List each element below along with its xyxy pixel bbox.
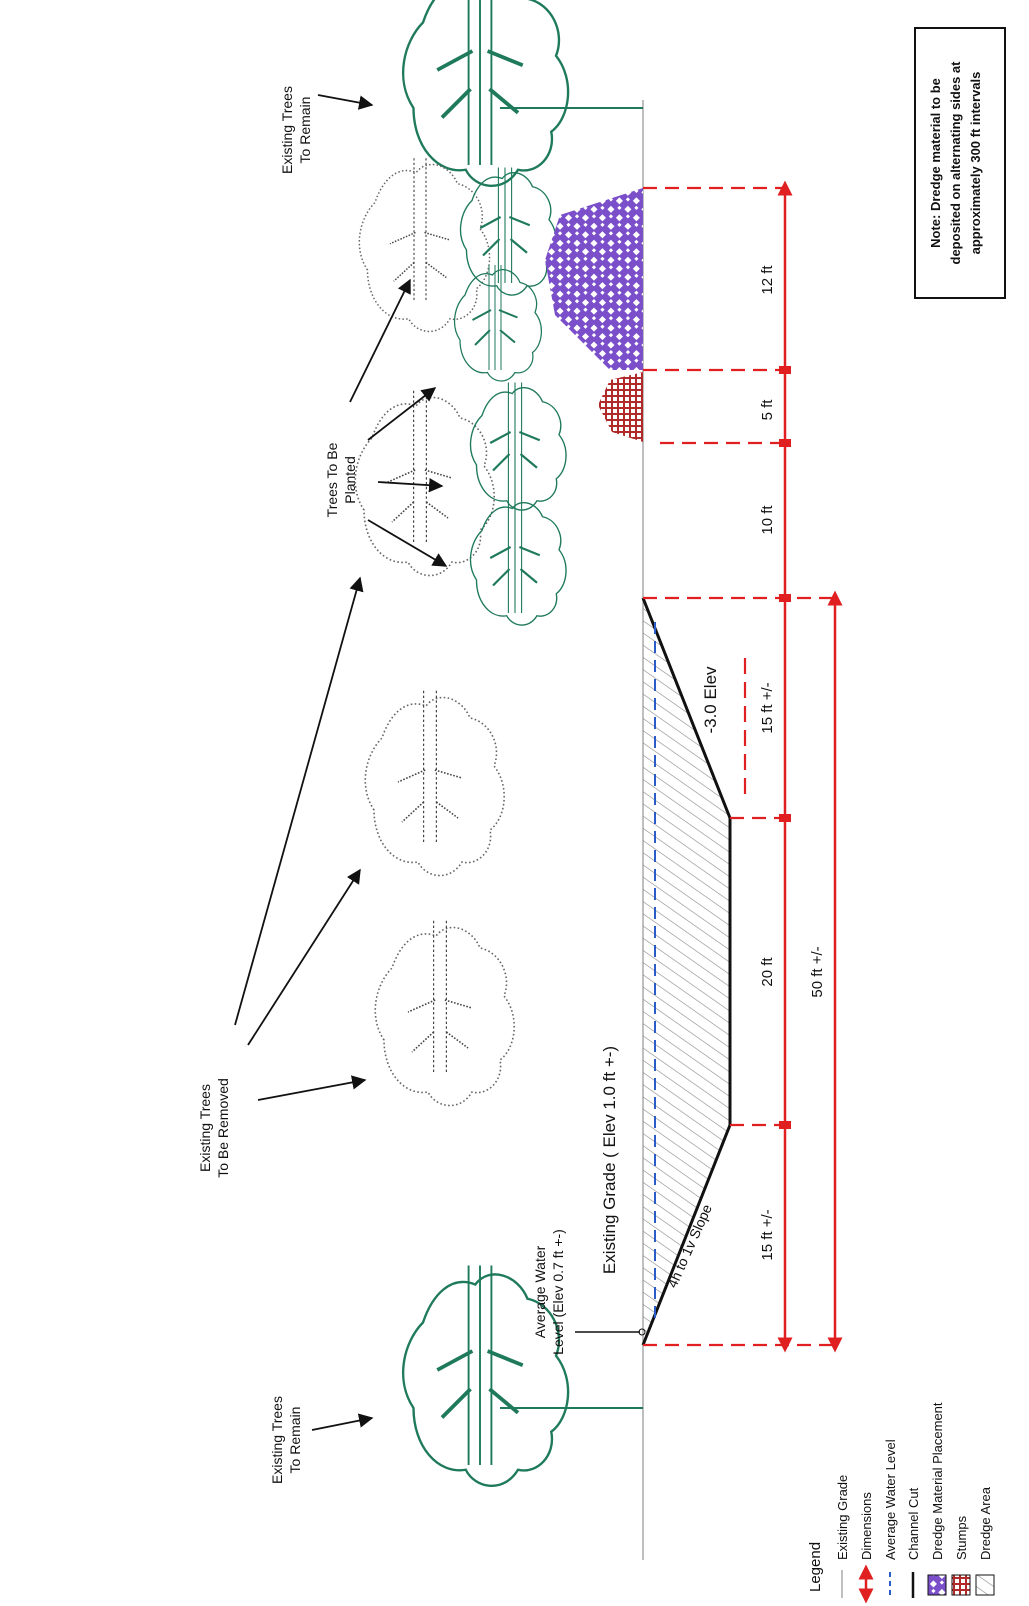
legend-item-stumps: Stumps <box>951 1515 971 1596</box>
water-level-label-line1: Average Water <box>532 1245 548 1338</box>
water-level-label-line2: Level (Elev 0.7 ft +-) <box>550 1229 566 1355</box>
dredge-area <box>643 598 730 1345</box>
legend-item-dredge-area: Dredge Area <box>975 1486 995 1596</box>
dim-10ft: 10 ft <box>759 505 776 535</box>
average-water-level-callout: Average Water Level (Elev 0.7 ft +-) <box>532 1229 646 1355</box>
dim-20ft: 20 ft <box>759 957 776 987</box>
remain-top-line1: Existing Trees <box>279 86 295 174</box>
legend: Legend Existing Grade Dimensions Average… <box>807 1402 995 1604</box>
legend-label-dredge-area: Dredge Area <box>978 1486 993 1560</box>
callout-trees-remain-bottom: Existing Trees To Remain <box>269 1396 374 1484</box>
remain-bottom-line1: Existing Trees <box>269 1396 285 1484</box>
remain-top-line2: To Remain <box>297 97 313 164</box>
legend-item-water-level: Average Water Level <box>883 1439 898 1598</box>
channel-cut-line <box>641 597 732 1346</box>
dim-12ft: 12 ft <box>759 265 776 295</box>
callout-trees-planted: Trees To Be Planted <box>324 278 448 567</box>
dredge-material-placement <box>545 188 643 370</box>
legend-label-dimensions: Dimensions <box>859 1492 874 1560</box>
dim-15ft-bottom: 15 ft +/- <box>759 1209 776 1260</box>
legend-item-existing-grade: Existing Grade <box>835 1475 850 1598</box>
tree-planted-1 <box>459 166 558 297</box>
dim-5ft: 5 ft <box>759 399 776 421</box>
dimension-lines <box>777 180 843 1353</box>
planted-line2: Planted <box>342 456 358 503</box>
tree-removed-4 <box>358 156 491 333</box>
dimension-extension-lines <box>643 186 835 1347</box>
tree-planted-3 <box>469 381 568 512</box>
dredge-area-swatch-icon <box>975 1574 995 1596</box>
tree-removed-1 <box>364 689 505 877</box>
legend-label-dredge-placement: Dredge Material Placement <box>930 1402 945 1560</box>
note-line1: Note: Dredge material to be <box>928 78 943 248</box>
dim-15ft-top: 15 ft +/- <box>759 682 776 733</box>
elev-cut-label: -3.0 Elev <box>701 666 720 734</box>
remain-bottom-line2: To Remain <box>287 1407 303 1474</box>
legend-title: Legend <box>807 1542 824 1592</box>
callout-trees-remain-top: Existing Trees To Remain <box>279 86 374 174</box>
legend-label-existing-grade: Existing Grade <box>835 1475 850 1560</box>
removed-line2: To Be Removed <box>215 1078 231 1178</box>
dim-50ft: 50 ft +/- <box>809 946 826 997</box>
callout-trees-removed: Existing Trees To Be Removed <box>197 576 367 1178</box>
existing-grade-label: Existing Grade ( Elev 1.0 ft +-) <box>600 1046 619 1274</box>
legend-item-dimensions: Dimensions <box>858 1492 874 1604</box>
note-box: Note: Dredge material to be deposited on… <box>914 27 1006 299</box>
removed-line1: Existing Trees <box>197 1084 213 1172</box>
legend-item-dredge-placement: Dredge Material Placement <box>927 1402 947 1596</box>
dimension-ticks <box>779 366 791 1129</box>
tree-planted-4 <box>469 496 568 627</box>
legend-label-stumps: Stumps <box>954 1515 969 1560</box>
note-line3: approximately 300 ft intervals <box>968 72 983 255</box>
planted-line1: Trees To Be <box>324 442 340 517</box>
tree-remain-top <box>401 0 570 188</box>
dredge-placement-swatch-icon <box>927 1574 947 1596</box>
legend-label-water-level: Average Water Level <box>883 1439 898 1560</box>
tree-removed-2 <box>374 919 515 1107</box>
stumps-swatch-icon <box>951 1574 971 1596</box>
note-line2: deposited on alternating sides at <box>948 61 963 265</box>
legend-item-channel-cut: Channel Cut <box>906 1487 921 1598</box>
legend-label-channel-cut: Channel Cut <box>906 1487 921 1560</box>
stumps-area <box>598 372 643 442</box>
tree-removed-3 <box>354 389 495 577</box>
